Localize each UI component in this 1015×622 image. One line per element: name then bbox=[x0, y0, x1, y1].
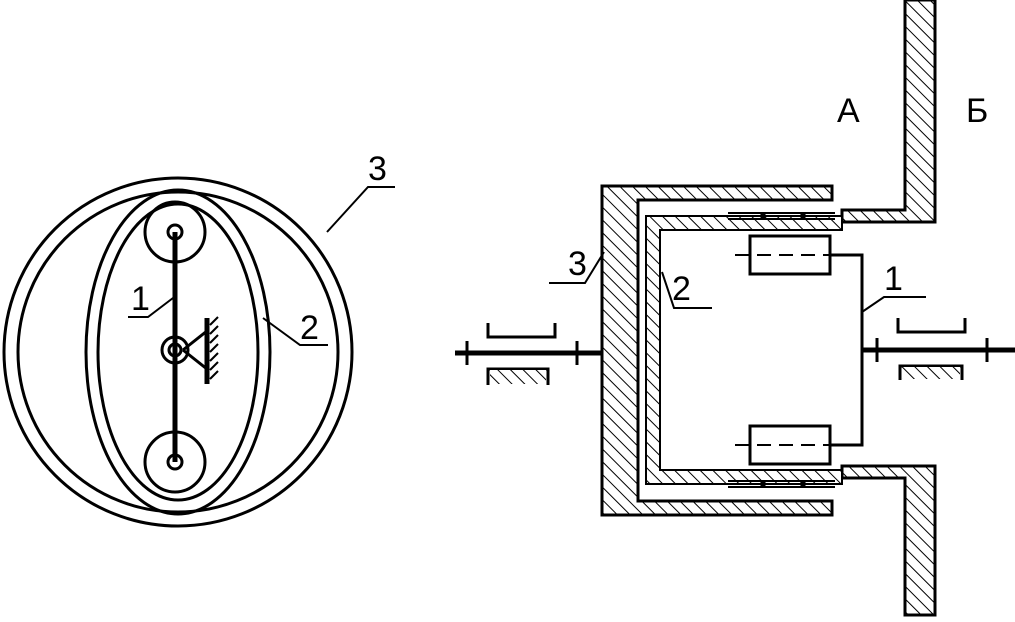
pivot-outer bbox=[160, 335, 190, 365]
leader-rigid-wheel bbox=[326, 186, 395, 233]
output-bearing-bottom bbox=[486, 367, 550, 385]
flex-wheel-inner bbox=[96, 202, 260, 502]
label-arm-right: 1 bbox=[884, 260, 903, 298]
label-zone-b: Б bbox=[966, 92, 988, 130]
leader-arm bbox=[128, 297, 174, 318]
generator-frame bbox=[830, 253, 864, 447]
label-rigid-wheel-right: 3 bbox=[568, 245, 587, 283]
left-view: 1 2 3 bbox=[2, 150, 395, 528]
input-bearing-bottom bbox=[898, 364, 964, 380]
label-rigid-wheel: 3 bbox=[368, 150, 387, 188]
label-flex-wheel-right: 2 bbox=[672, 270, 691, 308]
roller-bottom-axle bbox=[166, 453, 184, 471]
flex-wheel-outer bbox=[84, 188, 272, 516]
input-bearing-top bbox=[896, 318, 967, 334]
rigid-wheel-inner bbox=[16, 190, 340, 514]
teeth-bottom bbox=[728, 480, 835, 488]
leader-flex-wheel-right bbox=[661, 271, 712, 309]
rigid-wheel-outer bbox=[2, 176, 354, 528]
output-bearing-top bbox=[486, 323, 557, 339]
flexible-wheel bbox=[645, 215, 843, 485]
leader-flex-wheel bbox=[262, 317, 328, 346]
teeth-top bbox=[728, 212, 835, 220]
input-bearing-hatch bbox=[902, 367, 960, 379]
leader-rigid-wheel-right bbox=[549, 251, 605, 284]
output-bearing-hatch bbox=[490, 370, 546, 384]
label-flex-wheel: 2 bbox=[300, 309, 319, 347]
rigid-wheel-cup bbox=[600, 184, 834, 517]
pivot-inner bbox=[167, 342, 183, 358]
roller-top-axle bbox=[166, 223, 184, 241]
roller-top bbox=[143, 200, 207, 264]
ground-hatch bbox=[209, 316, 219, 380]
label-zone-a: А bbox=[837, 92, 860, 130]
leader-arm-right bbox=[861, 296, 926, 313]
label-arm: 1 bbox=[131, 280, 150, 318]
roller-bottom bbox=[143, 430, 207, 494]
right-view: 3 2 1 А Б bbox=[455, 0, 1015, 617]
